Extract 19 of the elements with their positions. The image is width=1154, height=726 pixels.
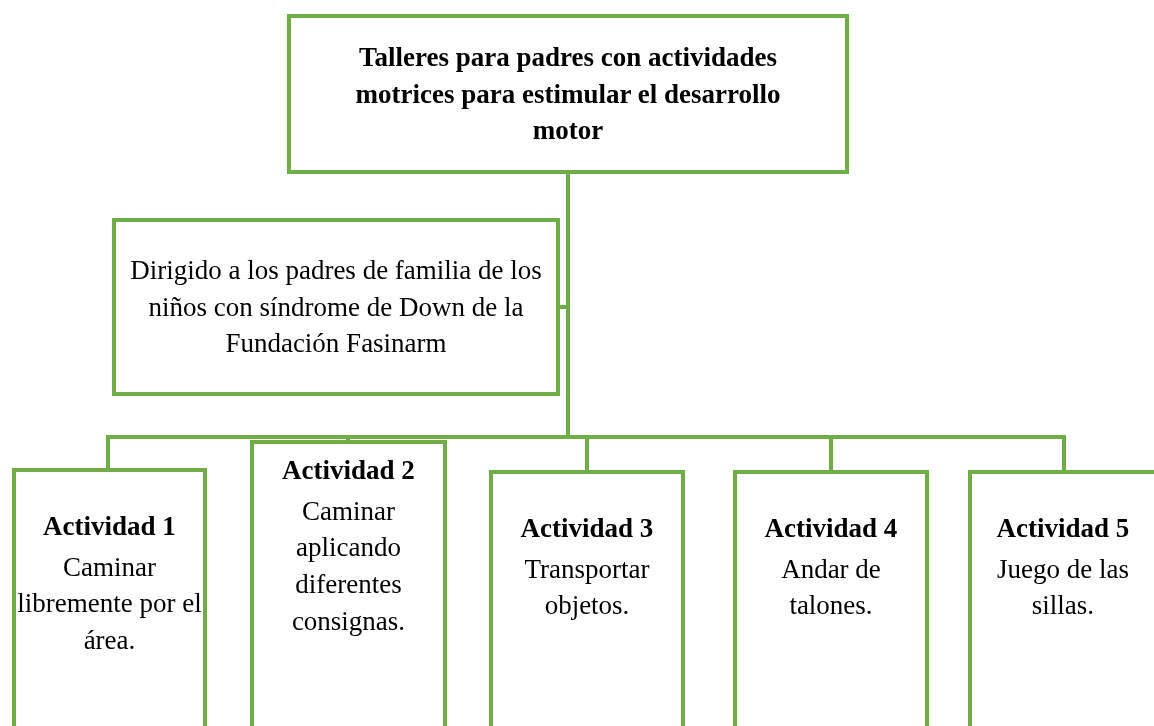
description-text: Transportar objetos. — [523, 552, 651, 623]
description-text: Caminar libremente por el área. — [16, 550, 203, 658]
activity-box — [489, 470, 685, 726]
activity-heading: Actividad 3 — [520, 512, 654, 545]
activity-heading: Actividad 4 — [764, 512, 898, 545]
description-text: Andar de talones. — [780, 552, 882, 623]
description-text: Dirigido a los padres de familia de los niños con síndrome de Down de la Fundación Fasinarm — [129, 253, 543, 361]
activity-box — [250, 440, 447, 726]
text-box — [112, 218, 560, 396]
activity-heading: Actividad 2 — [282, 454, 415, 487]
activity-box — [733, 470, 929, 726]
title-text: Talleres para padres con actividades motrices para estimular el desarrollo motor — [354, 40, 782, 148]
text-box — [287, 14, 849, 174]
activity-box — [968, 470, 1154, 726]
activity-box — [12, 468, 207, 726]
activity-heading: Actividad 5 — [996, 512, 1130, 545]
description-text: Juego de las sillas. — [996, 552, 1130, 623]
activity-heading: Actividad 1 — [43, 510, 176, 543]
description-text: Caminar aplicando diferentes consignas. — [290, 494, 407, 638]
